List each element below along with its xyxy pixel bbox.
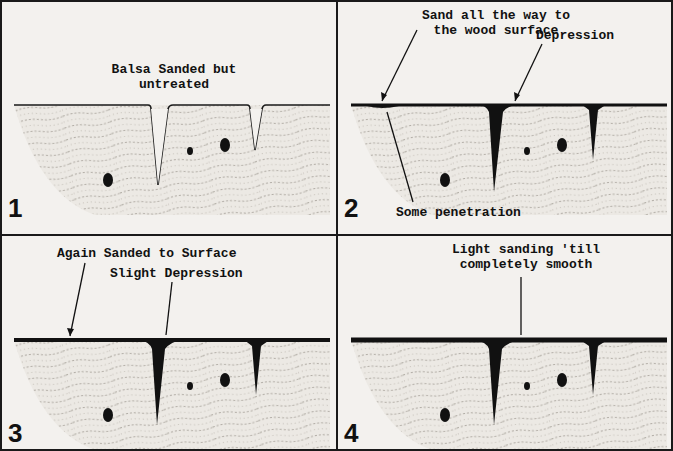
panel-3: Again Sanded to SurfaceSlight Depression… (0, 234, 338, 451)
panel-1: Balsa Sanded but untreated 1 (0, 0, 338, 236)
callout-label: Balsa Sanded but untreated (104, 62, 244, 92)
callout-label: Depression (536, 28, 614, 43)
panel-number: 4 (344, 419, 358, 447)
panel-2: Sand all the way to the wood surfaceDepr… (336, 0, 673, 236)
panel-4: Light sanding 'till completely smooth 4 (336, 234, 673, 451)
callout-label: Light sanding 'till completely smooth (442, 242, 610, 272)
panel-number: 3 (8, 419, 22, 447)
panel-number: 2 (344, 194, 358, 222)
panel-number: 1 (8, 194, 22, 222)
callout-label: Slight Depression (110, 266, 243, 281)
callout-label: Some penetration (396, 205, 521, 220)
callout-label: Again Sanded to Surface (57, 246, 236, 261)
